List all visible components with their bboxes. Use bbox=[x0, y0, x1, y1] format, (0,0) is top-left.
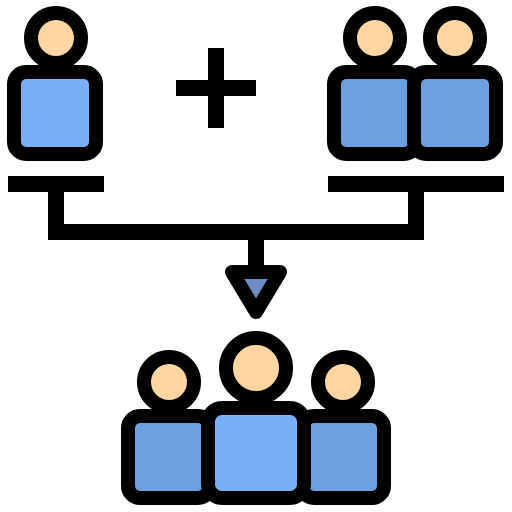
group-left-body bbox=[121, 409, 217, 505]
pair-left-body bbox=[327, 65, 423, 161]
pair-left-head bbox=[343, 6, 407, 70]
group-right-body bbox=[295, 409, 391, 505]
right-bar bbox=[328, 176, 504, 192]
join-bar bbox=[48, 224, 424, 240]
pair-of-people-icon bbox=[327, 6, 503, 161]
left-bar bbox=[8, 176, 104, 192]
person-body bbox=[7, 65, 103, 161]
single-person-icon bbox=[7, 6, 103, 161]
group-of-three-people-icon bbox=[121, 331, 391, 505]
pair-right-body bbox=[407, 65, 503, 161]
plus-vertical bbox=[208, 48, 224, 128]
down-arrow-icon bbox=[225, 265, 287, 319]
group-right-head bbox=[311, 350, 375, 414]
plus-icon bbox=[176, 48, 256, 128]
merge-connector bbox=[8, 176, 504, 272]
person-head bbox=[24, 6, 88, 70]
group-left-head bbox=[137, 350, 201, 414]
stem bbox=[248, 232, 264, 272]
group-center-body bbox=[201, 401, 311, 505]
arrow-head bbox=[225, 265, 287, 319]
pair-right-head bbox=[423, 6, 487, 70]
group-center-head bbox=[219, 331, 293, 405]
